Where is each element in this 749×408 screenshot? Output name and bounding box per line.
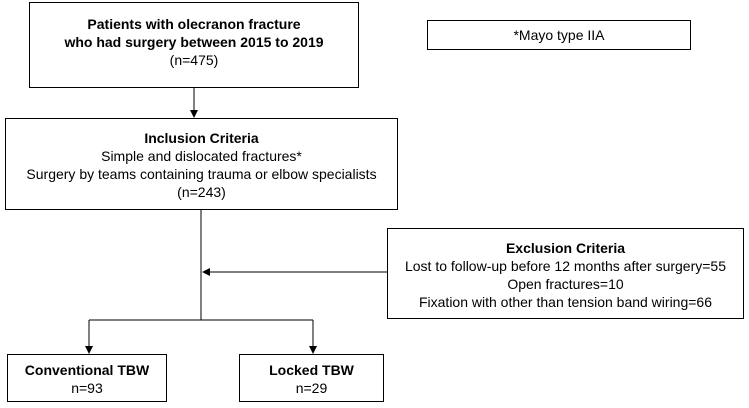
locked-title: Locked TBW <box>269 362 354 378</box>
exclusion-criteria-box: Exclusion Criteria Lost to follow-up bef… <box>387 228 744 319</box>
exclusion-line1: Lost to follow-up before 12 months after… <box>404 258 726 274</box>
exclusion-line2: Open fractures=10 <box>507 276 624 292</box>
patients-title-line2: who had surgery between 2015 to 2019 <box>64 34 324 50</box>
inclusion-line1: Simple and dislocated fractures* <box>101 148 302 164</box>
inclusion-title: Inclusion Criteria <box>144 130 259 146</box>
patients-title-line1: Patients with olecranon fracture <box>87 16 301 32</box>
patients-box: Patients with olecranon fracture who had… <box>29 2 359 88</box>
exclusion-title: Exclusion Criteria <box>505 240 626 256</box>
locked-tbw-box: Locked TBW n=29 <box>239 354 384 402</box>
inclusion-line2: Surgery by teams containing trauma or el… <box>26 166 377 182</box>
exclusion-line3: Fixation with other than tension band wi… <box>418 294 712 310</box>
conventional-count: n=93 <box>71 380 103 396</box>
conventional-title: Conventional TBW <box>24 362 150 378</box>
locked-count: n=29 <box>295 380 328 396</box>
inclusion-count: (n=243) <box>177 184 226 200</box>
mayo-note-box: *Mayo type IIA <box>427 20 691 50</box>
inclusion-criteria-box: Inclusion Criteria Simple and dislocated… <box>5 118 398 210</box>
mayo-note-text: *Mayo type IIA <box>513 27 605 43</box>
patients-count: (n=475) <box>169 52 219 68</box>
conventional-tbw-box: Conventional TBW n=93 <box>7 354 167 402</box>
